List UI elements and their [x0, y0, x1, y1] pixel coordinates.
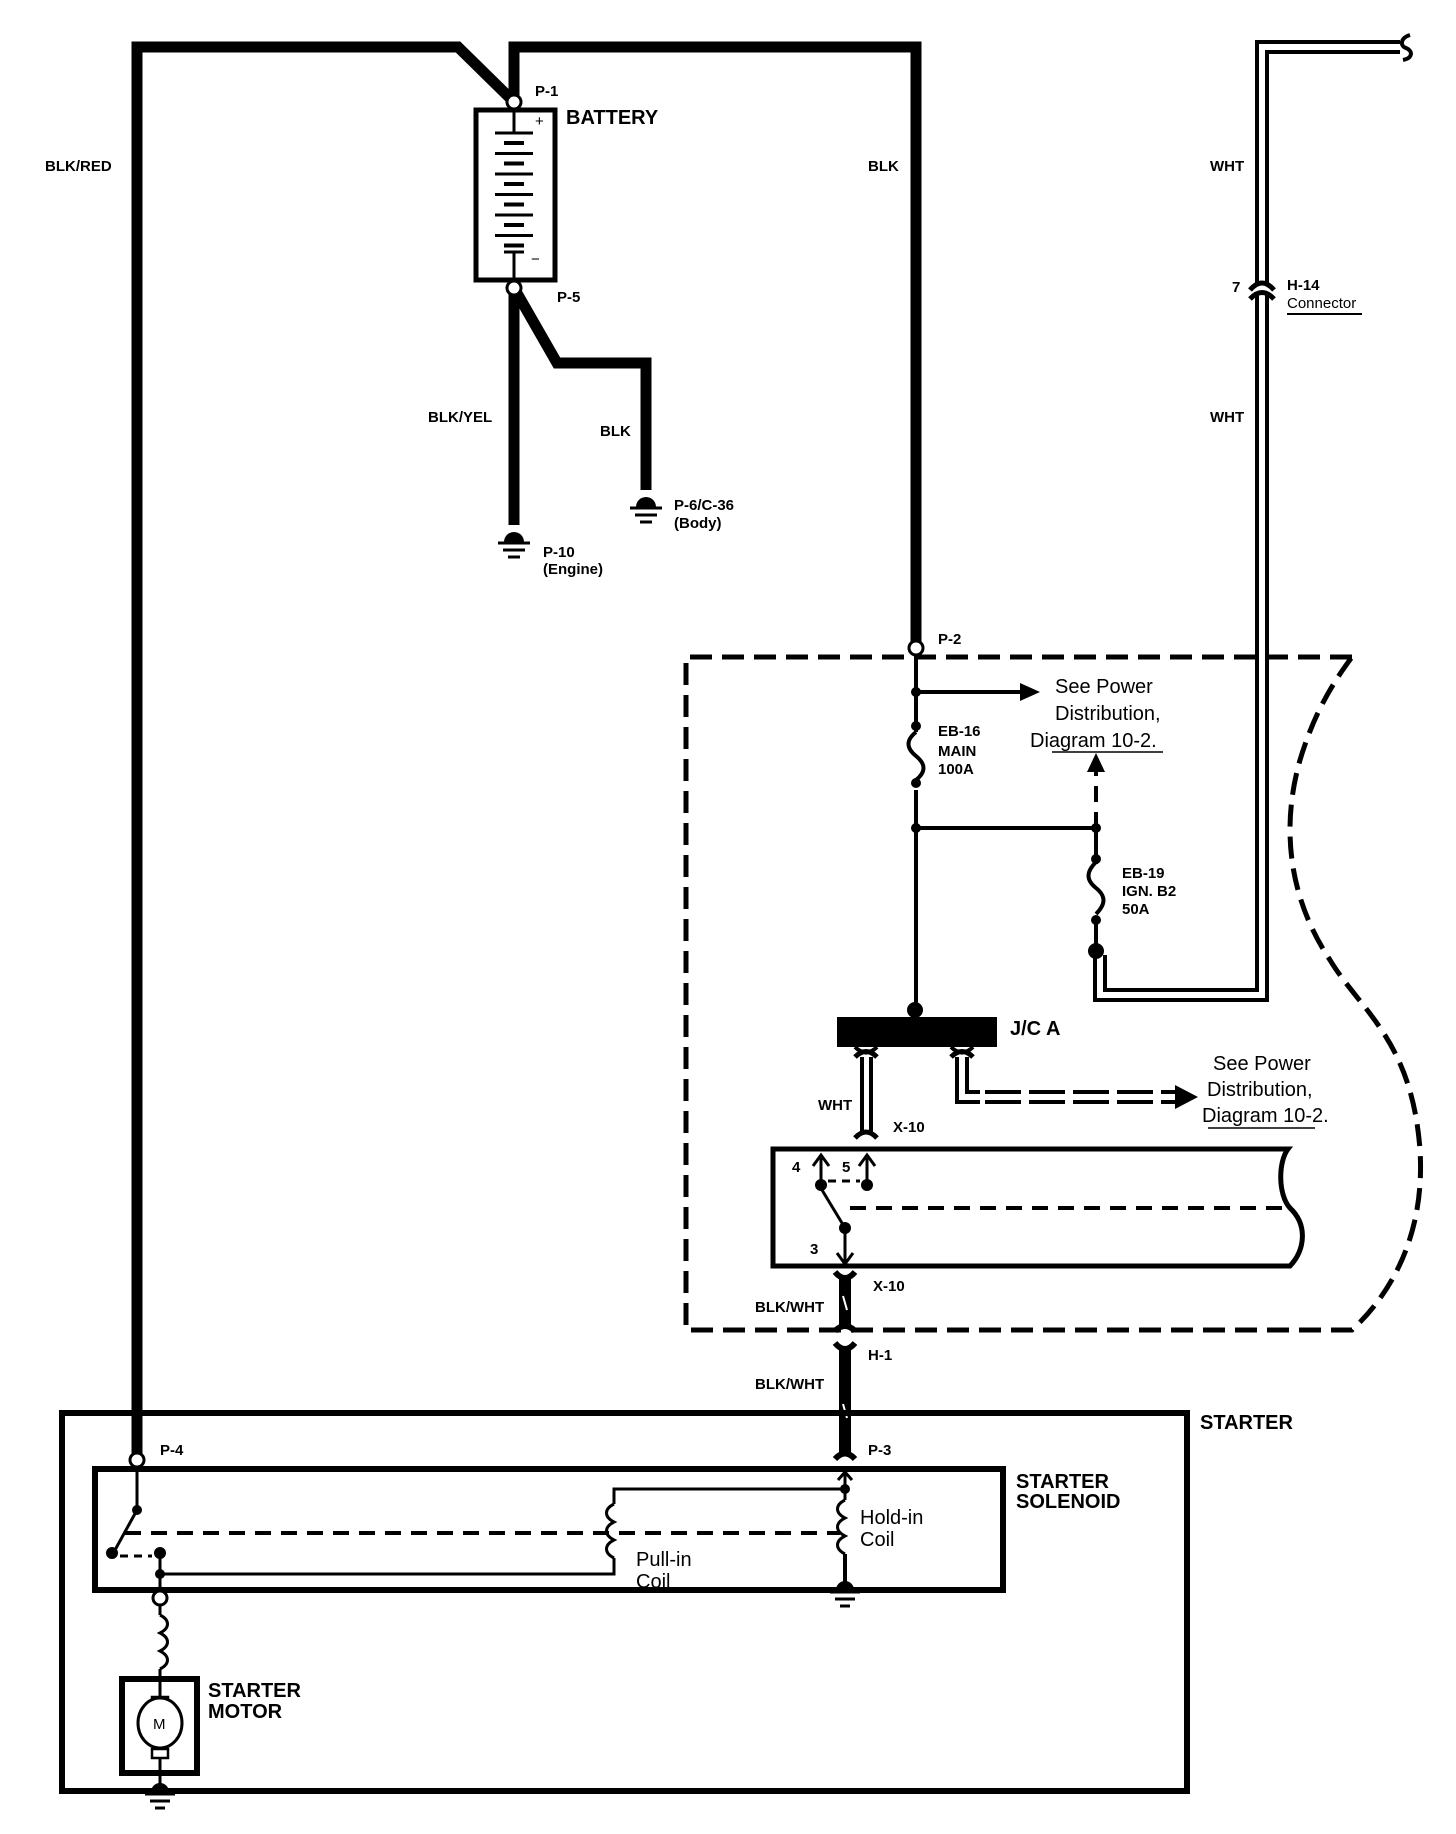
reference-power-distribution-2[interactable]: See Power Distribution, Diagram 10-2.	[1202, 1053, 1329, 1129]
starter-motor-label-1: STARTER	[208, 1680, 302, 1702]
fuse-eb19-rating: 50A	[1122, 901, 1150, 918]
connector-h1-label: H-1	[868, 1347, 892, 1364]
battery-minus-sign: −	[531, 251, 540, 268]
ground-p6-location: (Body)	[674, 515, 722, 532]
fuse-eb19-name: IGN. B2	[1122, 883, 1176, 900]
solenoid-contacts	[106, 1467, 166, 1592]
starter-label: STARTER	[1200, 1412, 1294, 1434]
wire-label-blk-yel: BLK/YEL	[428, 409, 492, 426]
ground-icon	[145, 1783, 175, 1810]
wire-label-wht-top: WHT	[1210, 158, 1244, 175]
wire-label-blk-red: BLK/RED	[45, 158, 112, 175]
starter-solenoid-label-2: SOLENOID	[1016, 1491, 1120, 1513]
svg-text:Distribution,: Distribution,	[1207, 1079, 1313, 1101]
ground-p6-label: P-6/C-36	[674, 497, 734, 514]
ground-p10-location: (Engine)	[543, 561, 603, 578]
wire-label-blk-wht-1: BLK/WHT	[755, 1299, 824, 1316]
arrow-right-icon	[1175, 1085, 1198, 1109]
hold-in-coil-label-2: Coil	[860, 1529, 894, 1551]
connector-h14-id: H-14	[1287, 277, 1320, 294]
battery-cells-icon	[495, 131, 533, 254]
arrow-right-icon	[1020, 683, 1040, 701]
junction-connector-jc-a	[837, 1017, 997, 1047]
svg-text:See Power: See Power	[1055, 676, 1153, 698]
svg-text:Diagram 10-2.: Diagram 10-2.	[1202, 1105, 1329, 1127]
terminal-p5	[505, 279, 523, 297]
connector-h14-pin: 7	[1232, 279, 1240, 296]
fuse-eb16-icon	[906, 720, 926, 790]
connector-h14-name: Connector	[1287, 295, 1356, 312]
terminal-p2-label: P-2	[938, 631, 961, 648]
hold-in-coil-label-1: Hold-in	[860, 1507, 923, 1529]
terminal-p1	[505, 93, 523, 111]
wire-label-wht-mid: WHT	[1210, 409, 1244, 426]
connector-x10-top-label: X-10	[893, 1119, 925, 1136]
wire-blk-top	[508, 41, 922, 648]
terminal-p5-label: P-5	[557, 289, 580, 306]
wire-label-blk-wht-2: BLK/WHT	[755, 1376, 824, 1393]
hold-in-coil-icon	[836, 1498, 849, 1556]
starter-solenoid-label-1: STARTER	[1016, 1471, 1110, 1493]
fuse-eb16-name: MAIN	[938, 743, 976, 760]
ground-icon	[630, 497, 662, 524]
field-coil-icon	[156, 1613, 169, 1671]
fuse-eb16-rating: 100A	[938, 761, 974, 778]
battery-label: BATTERY	[566, 107, 659, 129]
svg-text:Diagram 10-2.: Diagram 10-2.	[1030, 730, 1157, 752]
wire-wht-ign	[1093, 33, 1413, 1002]
wire-blk-body	[509, 285, 652, 490]
terminal-p3-label: P-3	[868, 1442, 891, 1459]
wire-label-wht-jc: WHT	[818, 1097, 852, 1114]
terminal-p1-label: P-1	[535, 83, 558, 100]
battery: + −	[473, 107, 558, 283]
wire-label-blk-top: BLK	[868, 158, 899, 175]
starter-outline	[59, 1410, 1190, 1794]
connector-x10-icon	[853, 1129, 879, 1140]
ignition-switch-contacts	[811, 1152, 877, 1267]
ground-p10-label: P-10	[543, 544, 575, 561]
fuse-eb16-id: EB-16	[938, 723, 981, 740]
terminal-p2	[907, 639, 925, 657]
terminal-p4-label: P-4	[160, 1442, 184, 1459]
svg-text:See Power: See Power	[1213, 1053, 1311, 1075]
svg-text:Distribution,: Distribution,	[1055, 703, 1161, 725]
solenoid-motor-terminal	[151, 1589, 169, 1607]
switch-pin-5: 5	[842, 1159, 850, 1176]
pull-in-coil-icon	[605, 1502, 618, 1560]
ground-icon	[830, 1581, 860, 1608]
terminal-p4	[128, 1451, 146, 1469]
ground-icon	[498, 532, 530, 559]
connector-h14-icon	[1248, 280, 1276, 301]
wire-break-icon	[1399, 33, 1413, 62]
junction-box-outline	[683, 654, 1424, 1333]
fuse-eb19-id: EB-19	[1122, 865, 1165, 882]
connector-icon	[853, 1045, 975, 1059]
starter-solenoid-outline	[92, 1466, 1006, 1593]
pull-in-coil-label-1: Pull-in	[636, 1549, 692, 1571]
jc-a-label: J/C A	[1010, 1018, 1060, 1040]
reference-power-distribution-1[interactable]: See Power Distribution, Diagram 10-2.	[1030, 676, 1163, 753]
switch-pin-3: 3	[810, 1241, 818, 1258]
connector-x10-bottom-label: X-10	[873, 1278, 905, 1295]
arrow-up-icon	[1087, 753, 1105, 772]
battery-plus-sign: +	[535, 113, 544, 130]
wire-blk-red	[131, 41, 518, 1460]
wire-label-blk-body: BLK	[600, 423, 631, 440]
motor-symbol: M	[153, 1716, 166, 1733]
fuse-eb19-icon	[1086, 828, 1106, 959]
starter-motor-label-2: MOTOR	[208, 1701, 283, 1723]
switch-pin-4: 4	[792, 1159, 801, 1176]
pull-in-coil-label-2: Coil	[636, 1571, 670, 1593]
